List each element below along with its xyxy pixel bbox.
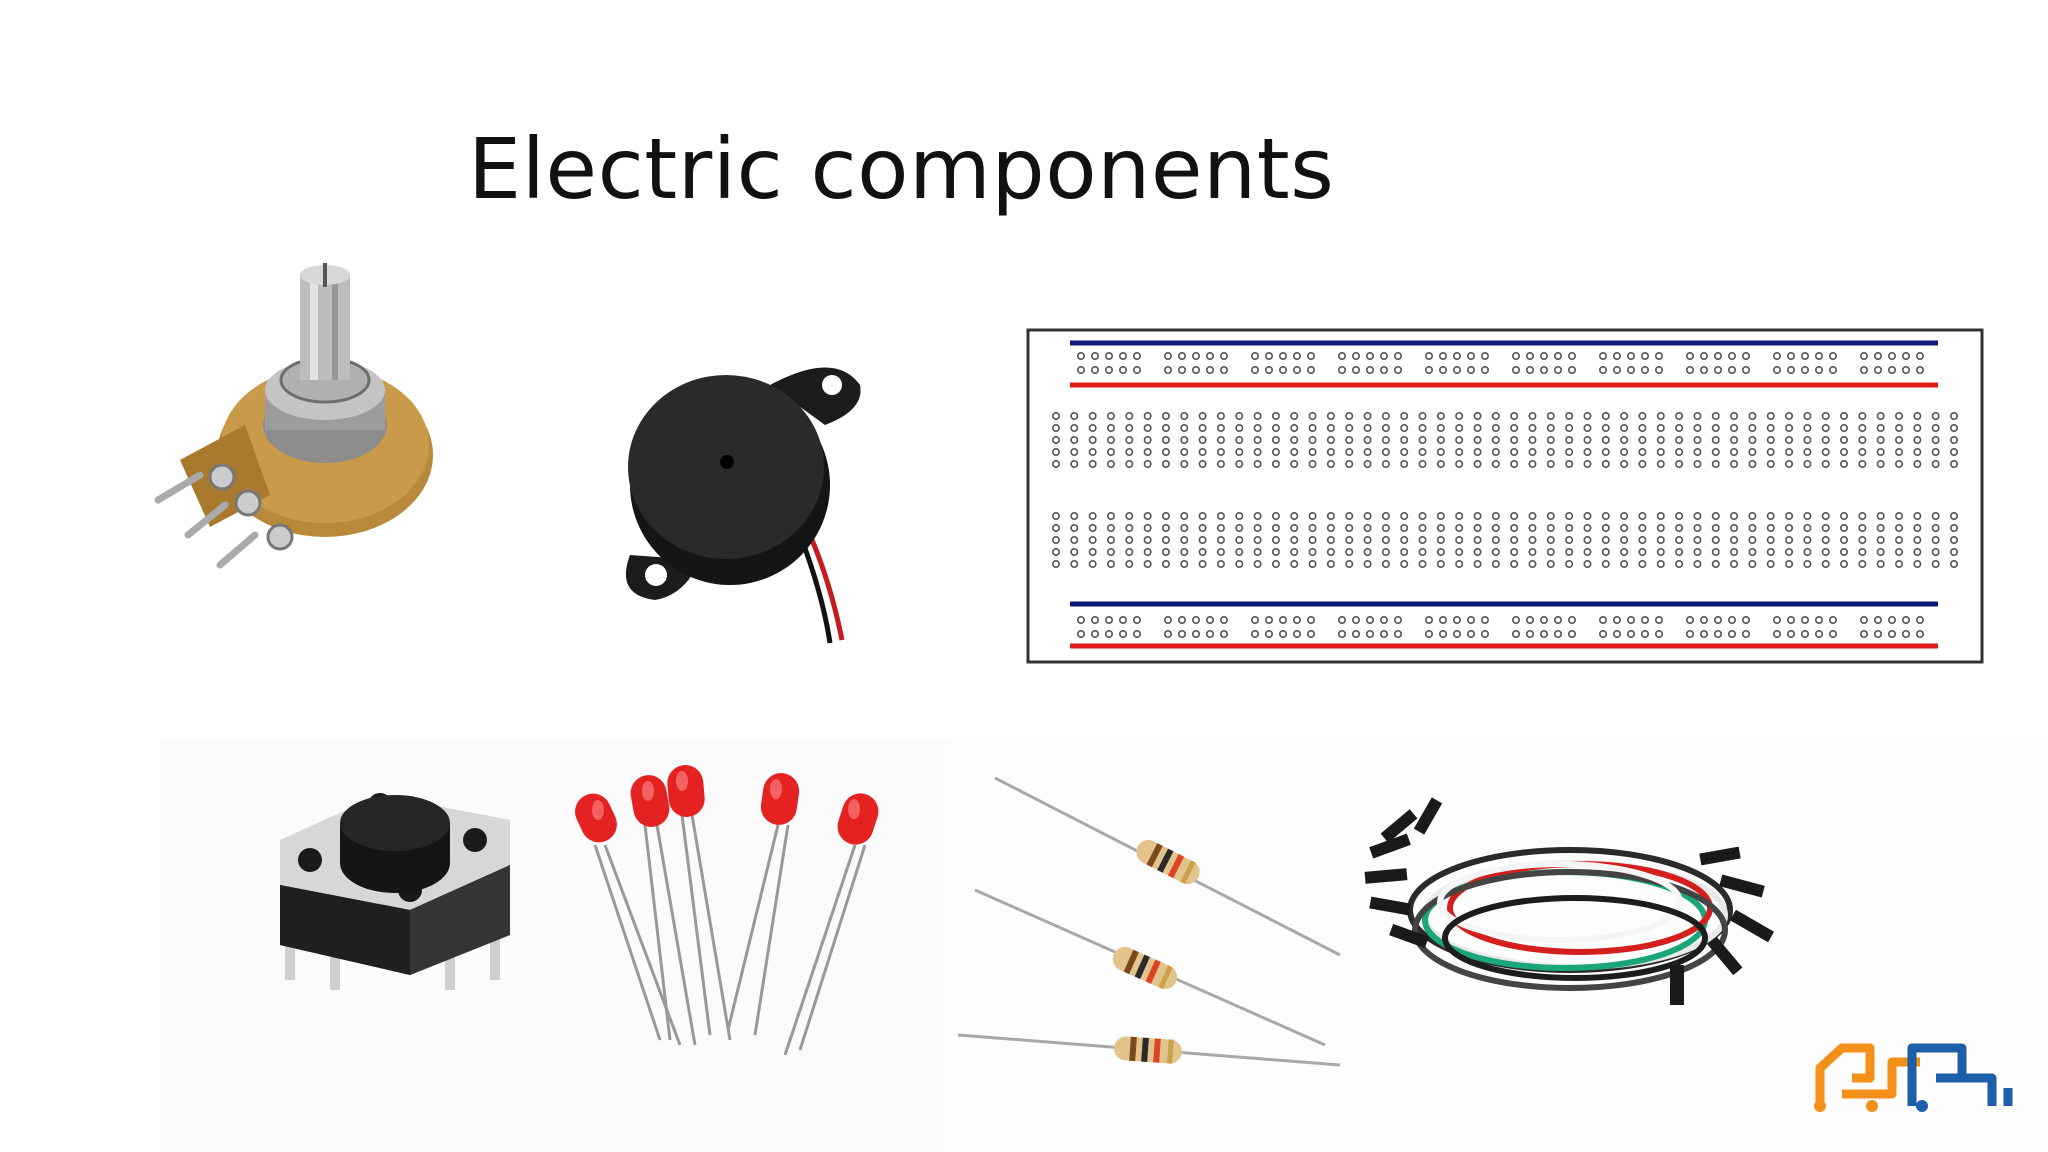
potentiometer-image [154,263,433,569]
slide-title: Electric components [468,120,1335,218]
brand-logo-icon [1814,1043,2013,1112]
photo-background-right [950,740,2048,1152]
jumper-wires-image [1364,797,1775,1005]
piezo-buzzer-image [625,367,861,644]
red-leds-image [575,765,879,1056]
push-button-image [280,793,510,990]
breadboard-image [1026,328,1984,664]
resistors-image [957,776,1341,1067]
